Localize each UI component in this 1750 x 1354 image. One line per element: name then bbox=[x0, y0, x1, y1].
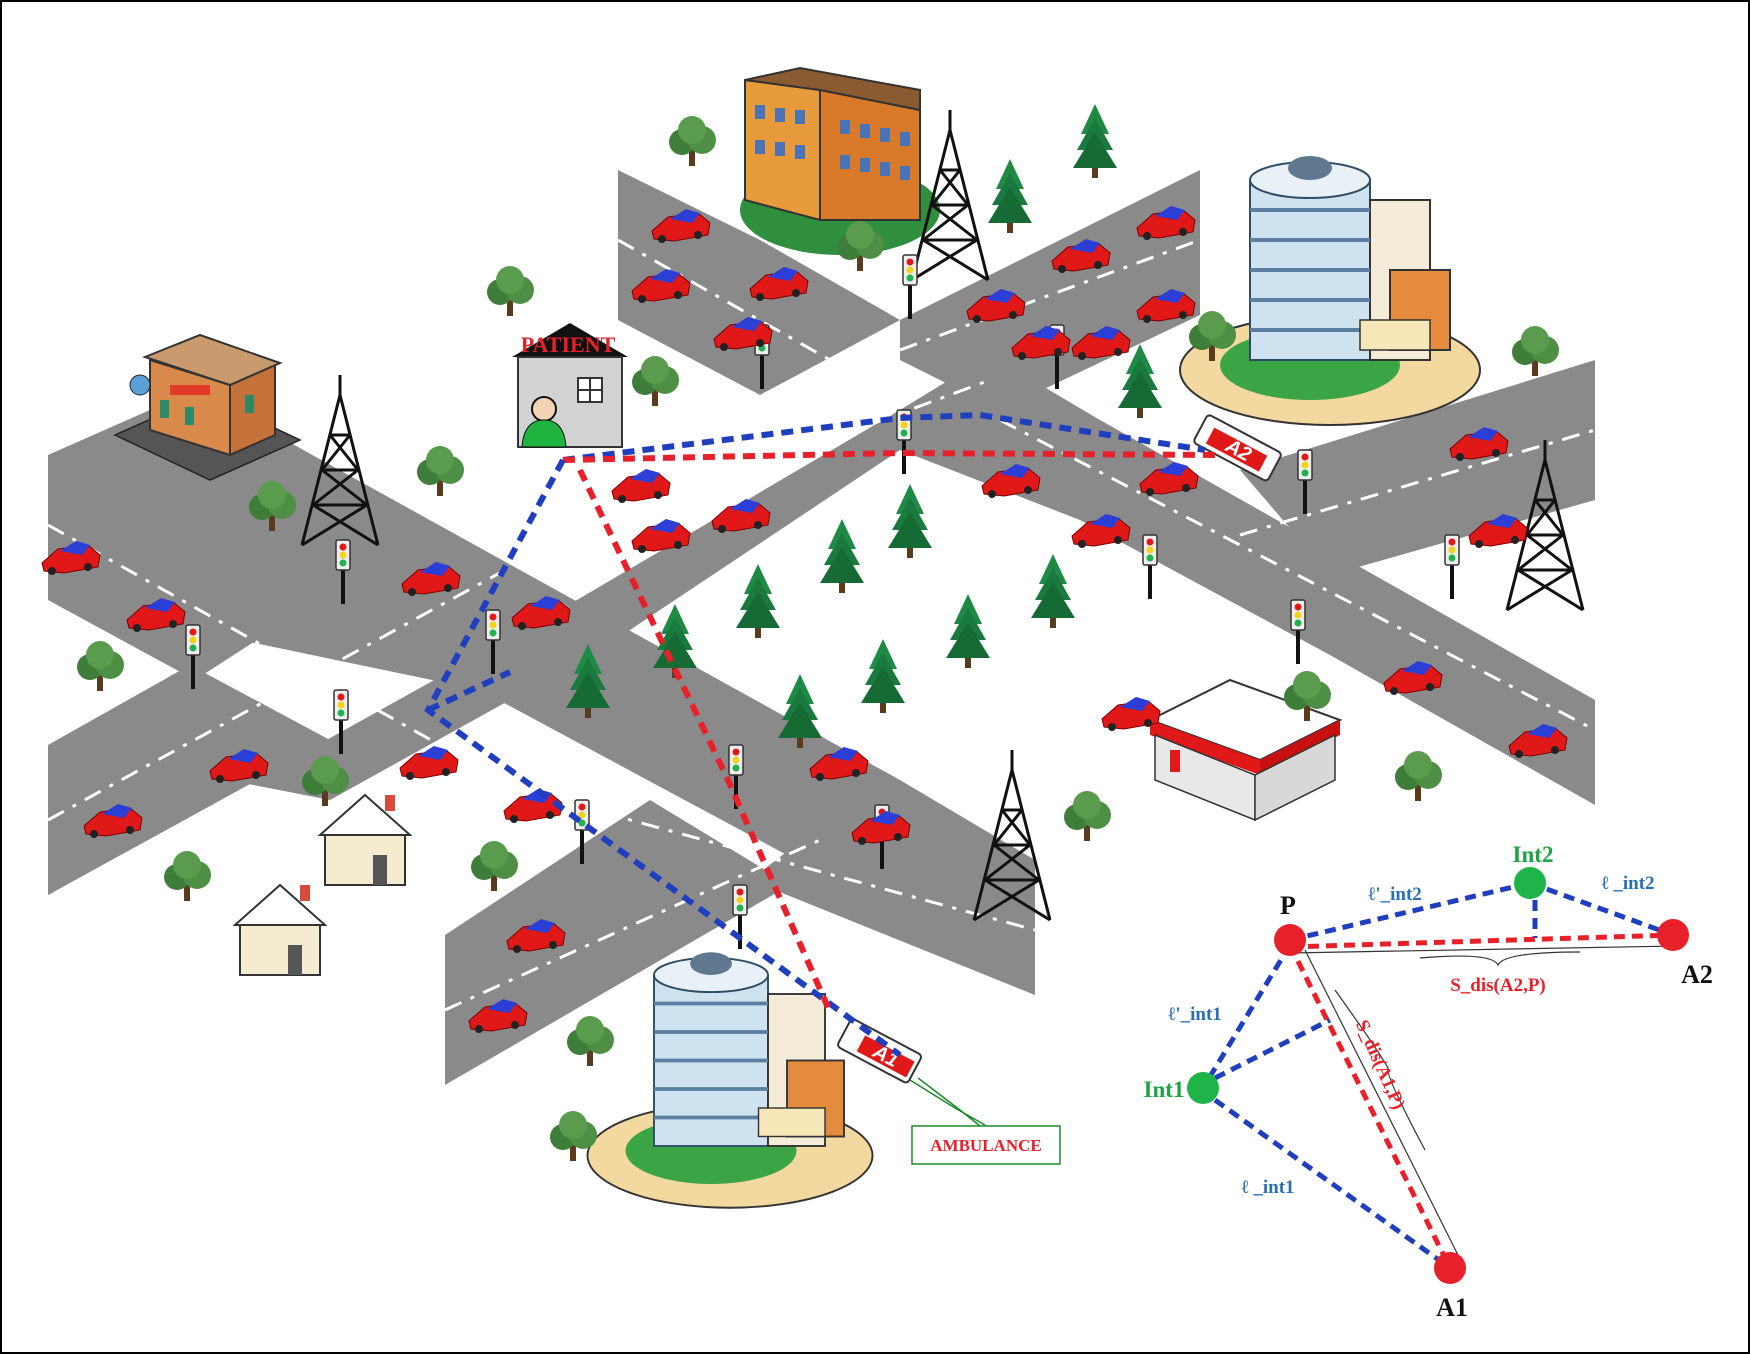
route-blue-int-branch bbox=[426, 669, 512, 713]
patient-house bbox=[512, 323, 628, 448]
road-diag-nw-se bbox=[48, 390, 1035, 995]
edge-p-int1 bbox=[1200, 943, 1293, 1090]
node-p bbox=[1274, 924, 1306, 956]
patient-label: PATIENT bbox=[521, 332, 616, 357]
node-a1-label: A1 bbox=[1436, 1293, 1468, 1322]
edge-label-l-int2: ℓ _int2 bbox=[1601, 873, 1654, 894]
sdis-bracket-a1p bbox=[1304, 949, 1459, 1256]
edge-label-l-int1: ℓ _int1 bbox=[1241, 1177, 1294, 1198]
edge-p-a2 bbox=[1289, 932, 1674, 950]
route-red-a1 bbox=[577, 468, 833, 1014]
routes bbox=[424, 411, 1216, 1058]
edge-label-l-prime-int1: ℓ'_int1 bbox=[1168, 1004, 1222, 1025]
node-a2-label: A2 bbox=[1681, 960, 1713, 989]
node-int2-label: Int2 bbox=[1513, 842, 1554, 867]
ambulance-a1: A1 bbox=[837, 1018, 922, 1084]
train-station bbox=[113, 333, 302, 481]
edge-p-int2 bbox=[1289, 880, 1531, 943]
gas-station bbox=[1147, 678, 1343, 822]
road-network bbox=[47, 170, 1596, 1085]
patient-person-icon bbox=[531, 396, 557, 422]
node-a2 bbox=[1657, 919, 1689, 951]
scenery: A2 A1 bbox=[41, 66, 1585, 1210]
edge-int1-branch bbox=[1213, 1017, 1332, 1081]
ambulance-callout-label: AMBULANCE bbox=[930, 1136, 1041, 1155]
school-building bbox=[740, 66, 940, 255]
ambulance-callout: AMBULANCE bbox=[909, 1077, 1061, 1165]
route-red-a2 bbox=[562, 449, 1216, 463]
node-int2 bbox=[1514, 867, 1546, 899]
road-southwest-arm bbox=[445, 800, 790, 1085]
road-central-main bbox=[48, 355, 1595, 895]
node-int1-label: Int1 bbox=[1144, 1077, 1185, 1102]
sdis-a2p-label: S_dis(A2,P) bbox=[1450, 975, 1546, 996]
edge-label-l-prime-int2: ℓ'_int2 bbox=[1368, 884, 1422, 905]
ambulance-a2: A2 bbox=[1193, 414, 1282, 482]
node-a1 bbox=[1434, 1252, 1466, 1284]
node-int1 bbox=[1187, 1072, 1219, 1104]
edge-int2-a2 bbox=[1529, 880, 1674, 938]
edge-p-a1 bbox=[1287, 943, 1453, 1270]
sdis-bracket-a2p bbox=[1289, 945, 1676, 967]
node-p-label: P bbox=[1280, 891, 1296, 920]
edge-int1-a1 bbox=[1213, 1097, 1452, 1271]
road-south-arm bbox=[750, 780, 1035, 995]
route-blue-a2 bbox=[562, 411, 1206, 463]
